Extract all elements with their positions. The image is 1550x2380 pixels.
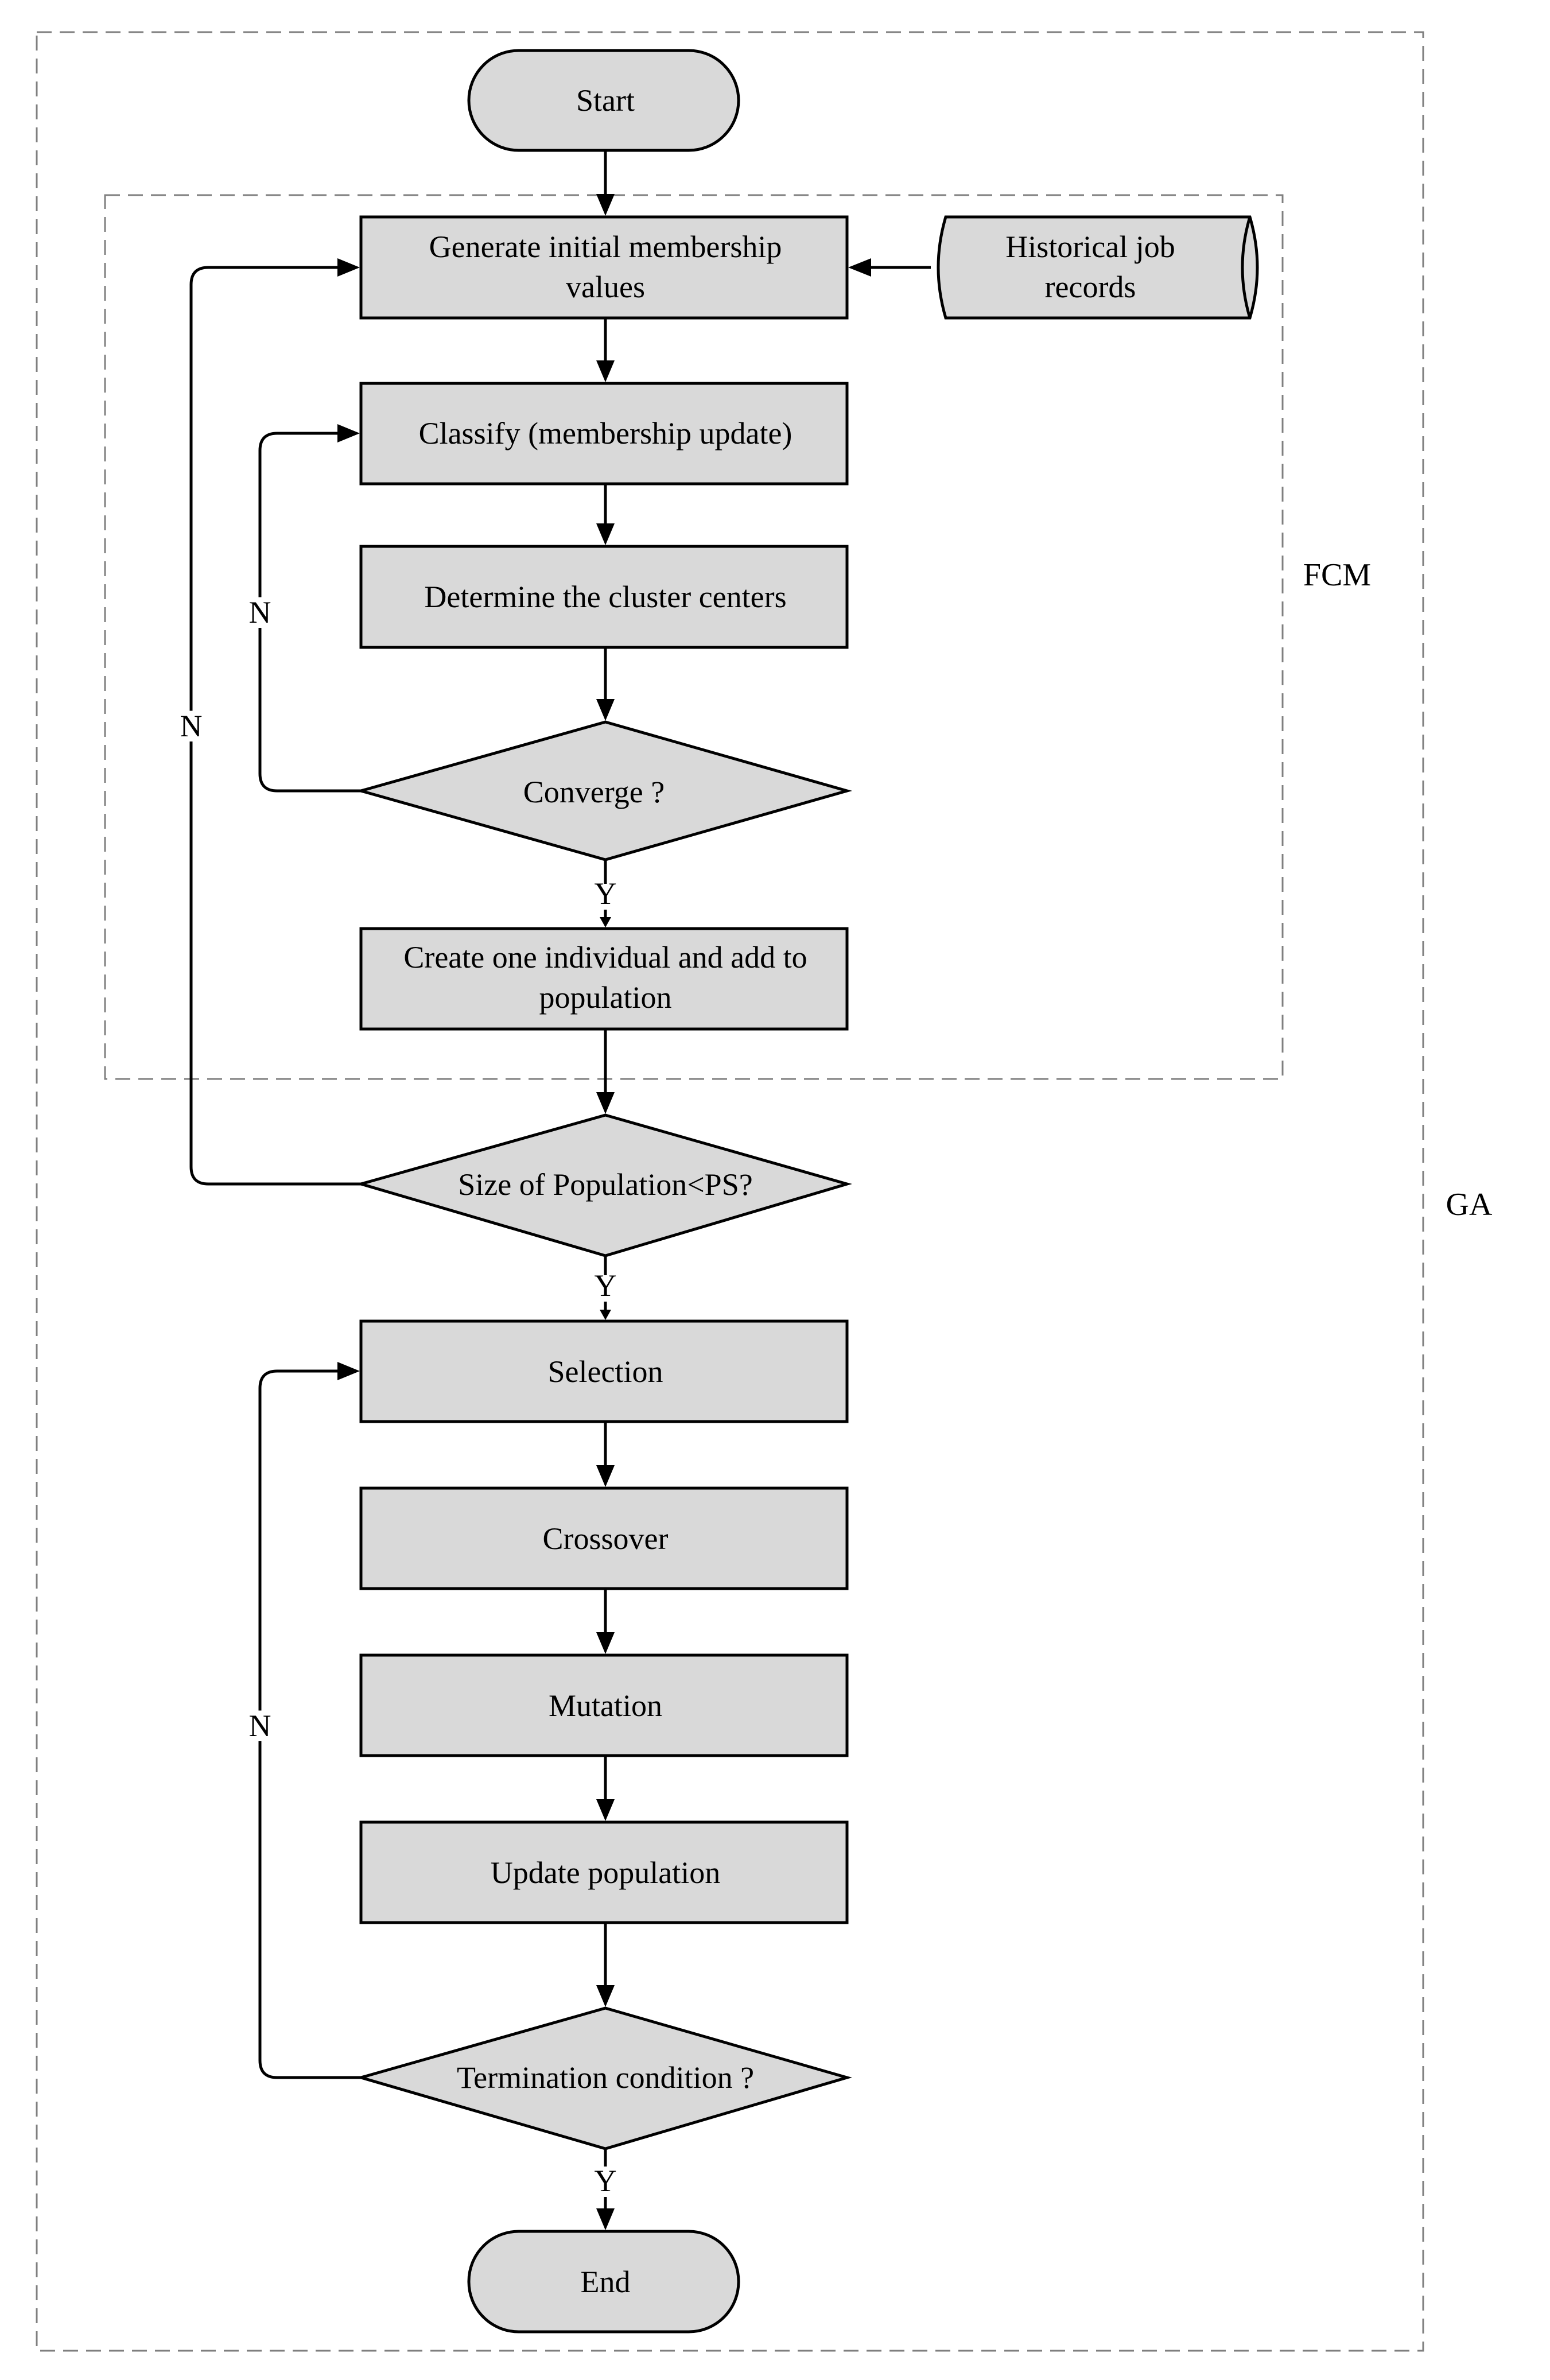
update-population-label: Update population [491,1855,720,1890]
end-label: End [581,2265,631,2299]
arrowhead-generate-to-classify [596,360,615,382]
arrowhead-crossover-to-mutation [596,1632,615,1654]
size-yes-label: Y [595,1268,617,1303]
historical-records-store-edge [1241,216,1252,319]
termination-no-label: N [249,1709,271,1743]
selection-label: Selection [548,1354,663,1389]
population-size-label: Size of Population<PS? [458,1167,752,1202]
converge-label: Converge ? [523,775,665,809]
generate-membership-label-2: values [566,270,645,304]
size-no-label: N [180,709,203,743]
arrowhead-converge-no [337,424,360,442]
converge-yes-label: Y [595,876,617,911]
historical-records-label-2: records [1045,270,1136,304]
start-terminal [467,49,740,152]
ga-group-label: GA [1446,1187,1493,1222]
arrowhead-historical-to-generate [848,258,871,277]
termination-yes-label: Y [595,2164,617,2198]
arrowhead-size-to-selection [600,1310,611,1320]
arrowhead-selection-to-crossover [596,1465,615,1487]
arrowhead-classify-to-determine [596,523,615,545]
determine-centers-label: Determine the cluster centers [424,580,786,614]
update-population-box [359,1820,849,1924]
arrowhead-determine-to-converge [596,699,615,721]
loop-size-no [189,266,361,1186]
termination-label: Termination condition ? [457,2060,754,2095]
converge-no-label: N [249,595,271,630]
classify-label: Classify (membership update) [419,416,793,451]
create-individual-label-1: Create one individual and add to [403,940,807,974]
loop-termination-no [258,1369,361,2079]
historical-records-label-1: Historical job [1005,230,1175,264]
end-terminal [467,2230,740,2334]
start-label: Start [576,83,635,118]
fcm-group-label: FCM [1303,557,1371,593]
selection-box [359,1319,849,1423]
mutation-label: Mutation [549,1688,662,1723]
generate-membership-box [359,215,849,320]
loop-converge-no [258,432,361,793]
crossover-label: Crossover [543,1521,669,1556]
create-individual-label-2: population [539,980,672,1015]
arrowhead-start-to-generate [596,194,615,216]
arrowhead-termination-to-end [596,2208,615,2230]
mutation-box [359,1653,849,1757]
arrowhead-create-to-size [596,1092,615,1114]
arrowhead-mutation-to-update [596,1799,615,1821]
arrowhead-converge-to-create [600,917,611,927]
create-individual-box [359,927,849,1031]
arrowhead-update-to-termination [596,1985,615,2007]
ga-group-border [36,31,1424,2352]
arrowhead-size-no [337,258,360,277]
fcm-group-border [104,194,1284,1080]
generate-membership-label-1: Generate initial membership [429,230,782,264]
arrowhead-termination-no [337,1362,360,1380]
